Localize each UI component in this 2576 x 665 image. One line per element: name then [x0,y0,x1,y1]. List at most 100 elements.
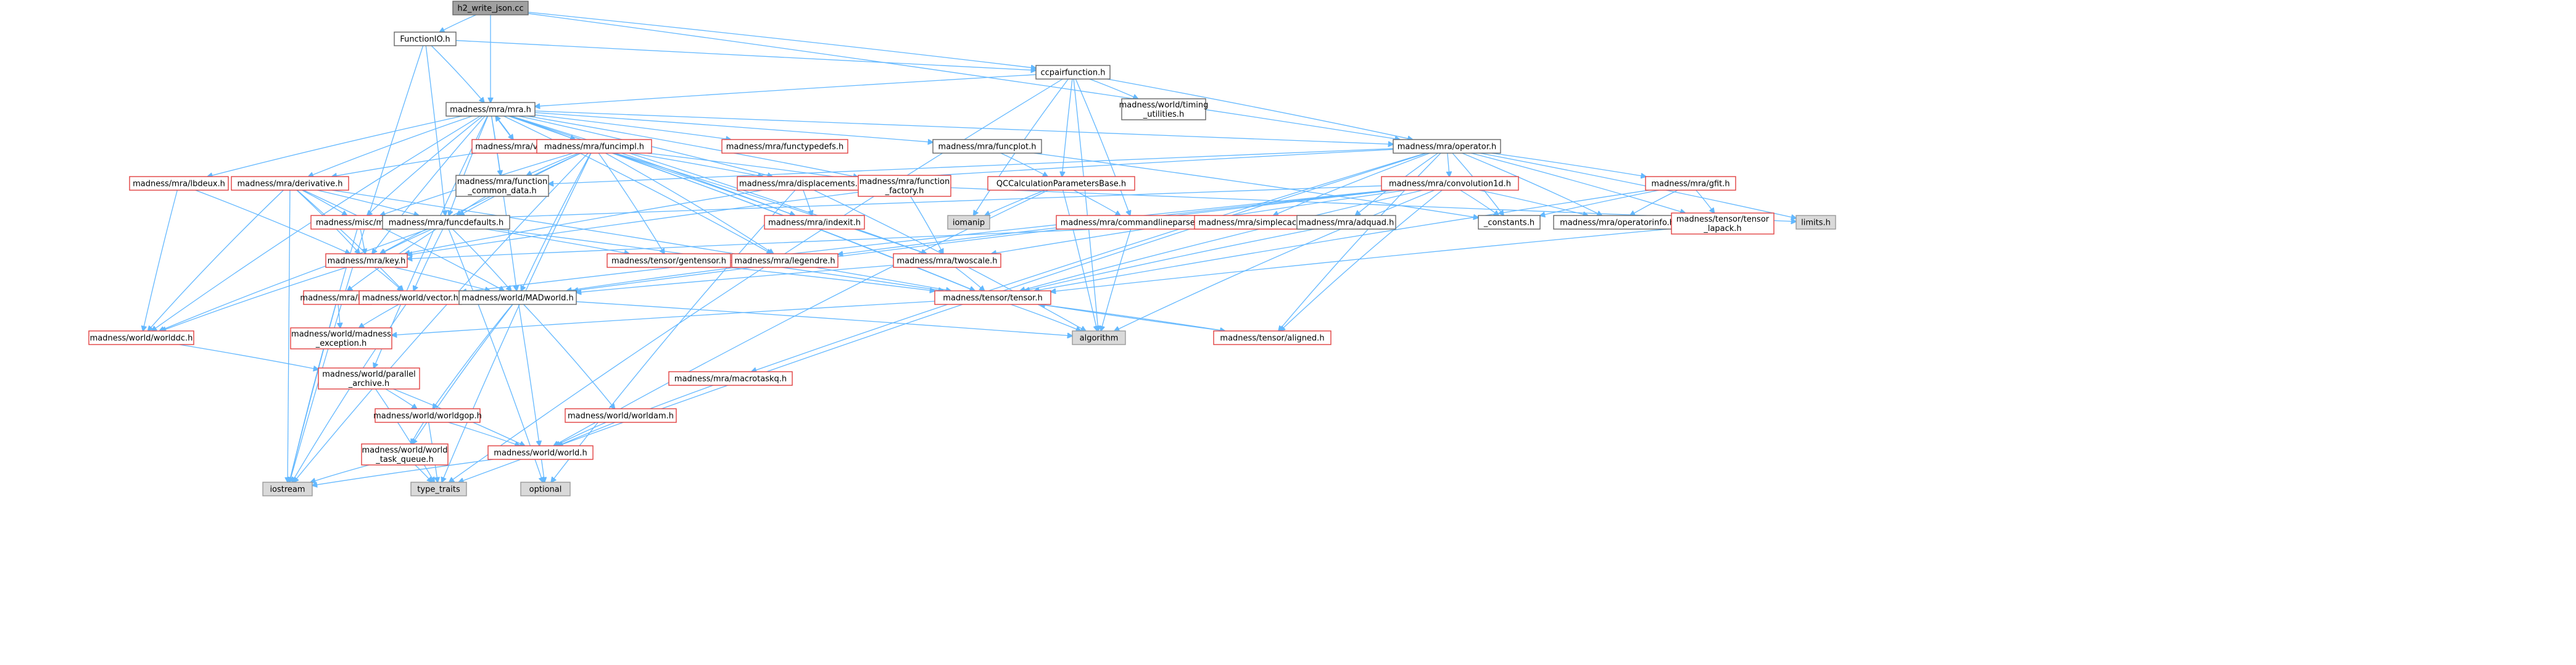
node-constants[interactable]: _constants.h [1478,215,1541,230]
edge-displacements-to-indexit [803,190,812,215]
node-lapack[interactable]: madness/tensor/tensor_lapack.h [1671,212,1775,235]
edge-gfit-to-constants [1540,190,1659,215]
node-label: _lapack.h [1703,224,1741,233]
node-gfit[interactable]: madness/mra/gfit.h [1645,176,1736,191]
node-derivative[interactable]: madness/mra/derivative.h [231,176,349,191]
node-world[interactable]: madness/world/world.h [487,445,594,460]
node-box [987,176,1135,191]
node-label: algorithm [1080,334,1119,343]
node-ffactory[interactable]: madness/mra/function_factory.h [858,175,951,197]
node-box [375,408,481,423]
edge-funcdefaults-to-madworld [452,228,511,291]
node-root[interactable]: h2_write_json.cc [452,1,529,15]
node-cmdparser[interactable]: madness/mra/commandlineparser.h [1056,215,1210,230]
node-box [1381,176,1519,191]
edge-funcimpl-to-displacements [632,153,763,177]
edge-worldgop-to-world [448,422,520,446]
node-taskqueue[interactable]: madness/world/world_task_queue.h [361,443,449,466]
node-ccpair[interactable]: ccpairfunction.h [1035,65,1111,80]
node-lbdeux[interactable]: madness/mra/lbdeux.h [129,176,229,191]
node-fcommon[interactable]: madness/mra/function_common_data.h [455,175,549,197]
node-algorithm[interactable]: algorithm [1072,330,1126,345]
node-worldgop[interactable]: madness/world/worldgop.h [373,408,482,423]
edge-funcdefaults-to-gentensor [485,228,629,254]
edge-convolution1d-to-tensor [1020,190,1423,291]
node-functionio[interactable]: FunctionIO.h [394,31,457,46]
node-macrotaskq[interactable]: madness/mra/macrotaskq.h [668,371,793,386]
edge-mra-to-functypedefs [534,114,731,140]
edge-funcimpl-to-legendre [605,153,773,254]
node-madexc[interactable]: madness/world/madness_exception.h [290,327,392,349]
edge-mra-to-misc [367,115,483,215]
node-tensor[interactable]: madness/tensor/tensor.h [934,290,1051,305]
node-box [231,176,349,191]
node-vector[interactable]: madness/world/vector.h [358,290,462,305]
node-label: _utilities.h [1143,110,1185,119]
node-qccalc[interactable]: QCCalculationParametersBase.h [987,176,1135,191]
node-twoscale[interactable]: madness/mra/twoscale.h [893,253,1001,268]
edge-vector-to-madexc [359,304,399,328]
edge-lbdeux-to-key [195,190,350,254]
node-iomanip[interactable]: iomanip [947,215,990,230]
node-adquad[interactable]: madness/mra/adquad.h [1296,215,1396,230]
edge-gentensor-to-tensor [728,267,935,291]
node-worldam[interactable]: madness/world/worldam.h [565,408,677,423]
edge-ccpair-to-qccalc [1062,78,1073,177]
node-label: madness/tensor/gentensor.h [611,257,726,266]
node-operator[interactable]: madness/mra/operator.h [1393,139,1501,154]
node-box [1645,176,1736,191]
node-indexit[interactable]: madness/mra/indexit.h [764,215,865,230]
node-label: QCCalculationParametersBase.h [996,180,1126,189]
edge-gfit-to-operatorinfo [1630,190,1678,215]
edge-operator-to-typetraits [458,153,1427,482]
node-functypedefs[interactable]: madness/mra/functypedefs.h [721,139,848,154]
node-limits[interactable]: limits.h [1795,215,1836,230]
edge-mra-to-funcplot [534,112,933,142]
node-bc[interactable]: madness/mra/bc.h [300,290,375,305]
node-displacements[interactable]: madness/mra/displacements.h [737,176,865,191]
edge-derivative-to-tensor [331,190,951,291]
node-mra[interactable]: madness/mra/mra.h [445,102,536,117]
node-gentensor[interactable]: madness/tensor/gentensor.h [607,253,731,268]
node-operatorinfo[interactable]: madness/mra/operatorinfo.h [1553,215,1681,230]
node-label: ccpairfunction.h [1041,69,1106,78]
node-typetraits[interactable]: type_traits [410,482,467,496]
node-convolution1d[interactable]: madness/mra/convolution1d.h [1381,176,1519,191]
edge-parallel-to-typetraits [375,388,434,482]
node-key[interactable]: madness/mra/key.h [325,253,408,268]
edge-funcimpl-to-typetraits [442,153,592,482]
node-label: madness/mra/function [859,177,950,186]
node-label: madness/misc/misc.h [316,219,402,228]
edge-key-to-madworld [394,267,490,291]
node-box [445,102,536,117]
node-worlddc[interactable]: madness/world/worlddc.h [88,330,194,345]
node-box [129,176,229,191]
edge-qccalc-to-iomanip [985,190,1046,215]
node-box [1296,215,1396,230]
node-funcdefaults[interactable]: madness/mra/funcdefaults.h [382,215,510,230]
node-box [1795,215,1836,230]
node-label: madness/tensor/aligned.h [1220,334,1324,343]
node-box [932,139,1042,154]
node-label: madness/mra/adquad.h [1299,219,1394,228]
node-timing[interactable]: madness/world/timing_utilities.h [1119,98,1209,120]
node-box [361,443,449,466]
node-madworld[interactable]: madness/world/MADworld.h [458,290,577,305]
node-label: madness/mra/mra.h [450,106,531,115]
node-box [262,482,313,496]
node-funcplot[interactable]: madness/mra/funcplot.h [932,139,1042,154]
node-legendre[interactable]: madness/mra/legendre.h [731,253,839,268]
edge-funcimpl-to-key [380,153,581,254]
node-funcimpl[interactable]: madness/mra/funcimpl.h [536,139,652,154]
node-aligned[interactable]: madness/tensor/aligned.h [1213,330,1331,345]
node-box [1072,330,1126,345]
edge-operator-to-operatorinfo [1462,153,1602,215]
node-parallel[interactable]: madness/world/parallel_archive.h [318,367,420,390]
node-box [452,1,529,15]
node-label: madness/tensor/tensor [1676,215,1770,224]
node-optional[interactable]: optional [520,482,571,496]
node-simplecache[interactable]: madness/mra/simplecache.h [1194,215,1319,230]
node-iostream[interactable]: iostream [262,482,313,496]
node-label: type_traits [417,485,460,495]
node-box [731,253,839,268]
